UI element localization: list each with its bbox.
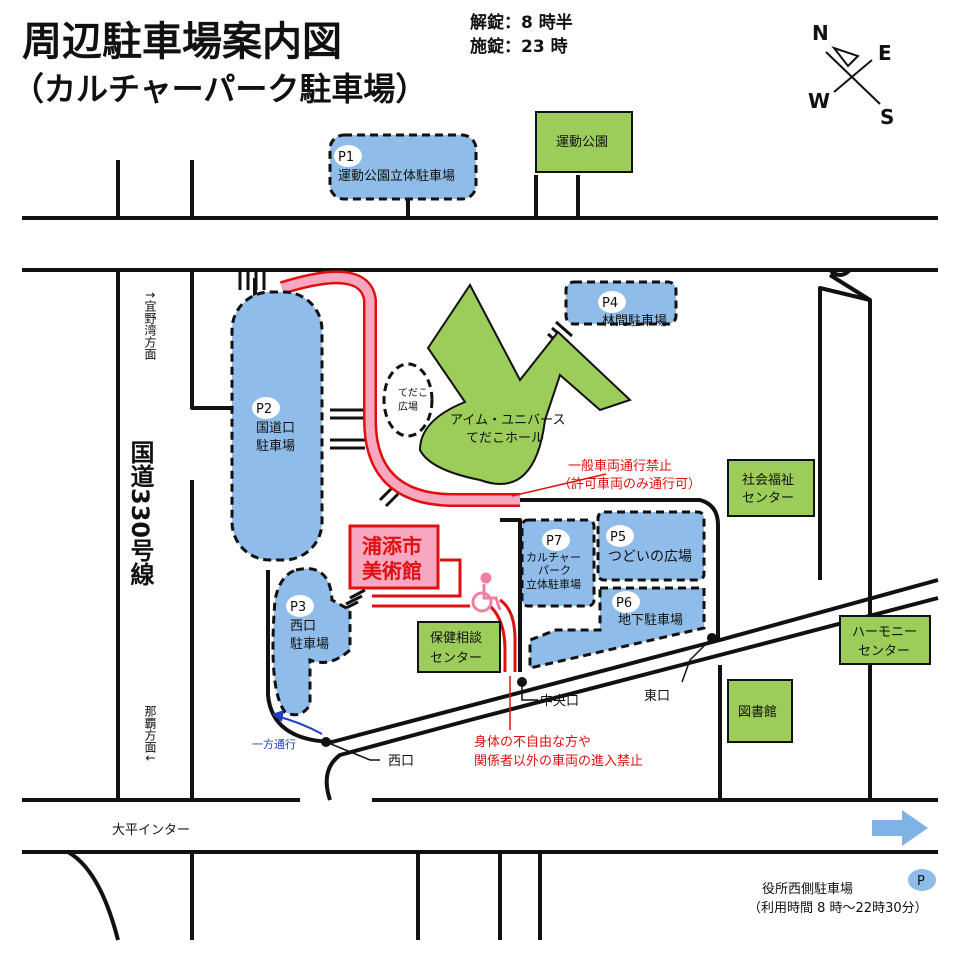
p4-badge [598, 291, 626, 313]
tedako-plaza-label-1: てだこ [398, 387, 428, 399]
interchange-label: 大平インター [112, 823, 190, 838]
hall-label-2: てだこホール [466, 431, 544, 446]
wheelchair-icon [471, 572, 502, 613]
p1-area [328, 133, 478, 201]
museum-label-1: 浦添市 [362, 534, 422, 558]
harmony-label-1: ハーモニー [852, 625, 917, 640]
welfare-center [727, 459, 815, 517]
p6-name: 地下駐車場 [618, 613, 683, 628]
accessible-notice-2: 関係者以外の車両の進入禁止 [474, 754, 643, 769]
to-naha-label: 那覇方面↓ [143, 705, 157, 764]
hall-label-1: アイム・ユニバース [450, 413, 565, 428]
health-label-2: センター [430, 651, 482, 666]
p1-id: P1 [338, 150, 354, 165]
compass-w: W [808, 89, 830, 113]
undo-koen [535, 111, 633, 173]
p5-area [596, 510, 706, 582]
library [727, 679, 793, 743]
p5-badge [606, 525, 634, 547]
one-way-arrowhead [272, 710, 284, 722]
p1-badge [334, 145, 362, 167]
compass-icon [825, 46, 881, 105]
restricted-road-fill [280, 273, 520, 505]
restricted-notice-2: （許可車両のみ通行可） [558, 477, 701, 492]
tedako-plaza-label-2: 広場 [398, 400, 418, 413]
harmony-label-2: センター [858, 644, 910, 659]
museum-label-2: 美術館 [362, 559, 422, 583]
unlock-time: 解錠：8 時半 [470, 12, 573, 33]
compass-n: N [812, 21, 829, 45]
p2-name-2: 駐車場 [256, 439, 295, 454]
central-gate-label: 中央口 [540, 694, 579, 709]
direction-arrow-right [872, 810, 928, 846]
p7-badge [542, 529, 570, 551]
p3-name-1: 西口 [290, 619, 316, 634]
p2-id: P2 [256, 402, 272, 417]
p2-area [230, 290, 324, 562]
p2-badge [252, 397, 280, 419]
accessible-notice-1: 身体の不自由な方や [474, 734, 591, 750]
east-gate-label: 東口 [644, 688, 670, 704]
yakusho-parking-name: 役所西側駐車場 [762, 882, 853, 897]
p7-name-1: カルチャー [526, 551, 581, 564]
p7-id: P7 [546, 534, 562, 549]
p6-area [528, 586, 706, 670]
page-subtitle: （カルチャーパーク駐車場） [12, 70, 427, 108]
compass-e: E [878, 41, 892, 65]
compass-s: S [880, 105, 894, 129]
p2-name-1: 国道口 [256, 421, 295, 436]
harmony-center [839, 615, 931, 665]
p4-name: 林間駐車場 [602, 314, 667, 329]
p-badge-label: P [917, 874, 925, 889]
health-label-1: 保健相談 [430, 630, 482, 646]
west-gate-label: 西口 [388, 754, 414, 769]
lock-time: 施錠：23 時 [470, 36, 568, 57]
p6-badge [612, 591, 640, 613]
p7-area [520, 518, 596, 608]
p6-id: P6 [616, 596, 632, 611]
page-title: 周辺駐車場案内図 [22, 19, 342, 65]
museum-box [348, 524, 440, 590]
p5-name: つどいの広場 [608, 549, 692, 565]
health-center [417, 621, 501, 673]
p7-name-2: パーク [538, 564, 571, 577]
p4-id: P4 [602, 296, 618, 311]
undo-koen-label: 運動公園 [556, 135, 608, 150]
restricted-notice-1: 一般車両通行禁止 [568, 458, 672, 474]
p7-name-3: 立体駐車場 [526, 577, 581, 591]
accessible-route [372, 558, 517, 672]
to-ginowan-label: ↑宜野湾方面 [143, 290, 157, 360]
green-facilities [417, 111, 931, 743]
plaza-oval [382, 362, 434, 438]
p1-name: 運動公園立体駐車場 [338, 169, 455, 184]
p-badge [908, 869, 936, 891]
p5-id: P5 [610, 530, 626, 545]
p3-name-2: 駐車場 [290, 637, 329, 652]
route-330-label: 国道330号線 [126, 440, 154, 587]
p3-id: P3 [290, 600, 306, 615]
gate-leaders [325, 473, 713, 761]
p3-badge [286, 595, 314, 617]
one-way-label: 一方通行 [252, 737, 296, 751]
crosswalks [238, 272, 573, 612]
library-label: 図書館 [738, 705, 777, 720]
welfare-label-1: 社会福祉 [742, 472, 794, 488]
tedako-hall [418, 283, 632, 485]
yakusho-parking-hours: （利用時間 8 時〜22時30分） [748, 901, 928, 916]
welfare-label-2: センター [742, 491, 794, 506]
